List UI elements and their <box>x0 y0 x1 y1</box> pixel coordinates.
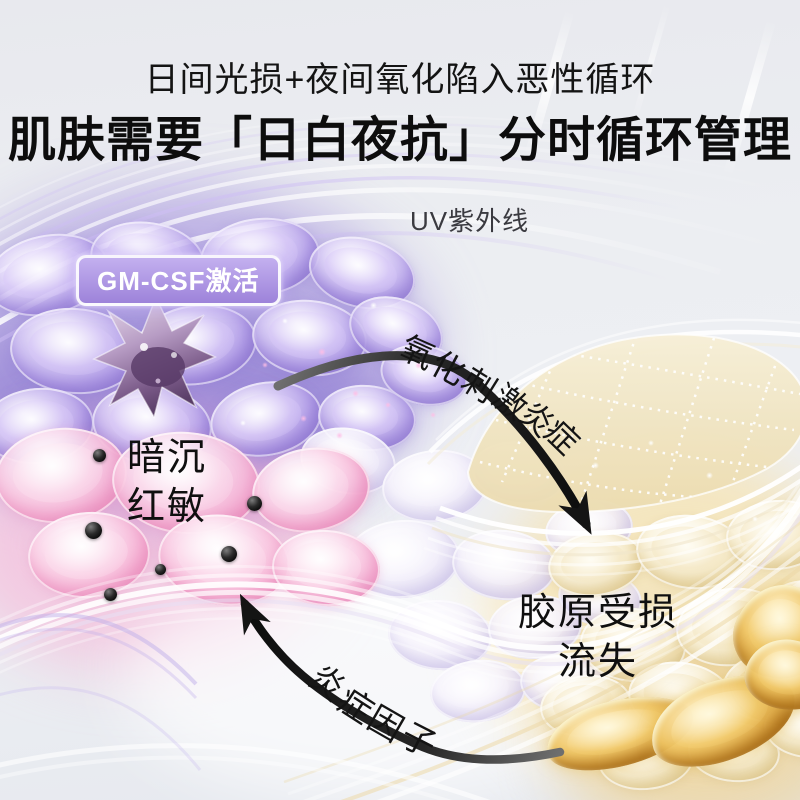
amber-blob-decoration <box>539 685 701 781</box>
bubble-decoration <box>485 591 585 663</box>
uv-label: UV紫外线 <box>410 206 530 236</box>
arc-char: 刺 <box>455 360 503 410</box>
bubble-decoration <box>553 563 647 633</box>
bubble-decoration <box>0 421 132 530</box>
bubble-decoration <box>269 526 383 610</box>
sparkle-decoration <box>385 402 391 408</box>
bubble-decoration <box>107 425 265 541</box>
bubble-decoration <box>685 718 783 786</box>
arc-char: 炎 <box>302 657 352 709</box>
amber-blob-decoration <box>639 658 800 782</box>
bubble-decoration <box>294 420 402 502</box>
arc-label-inflammation: 炎症因子 <box>302 656 472 766</box>
arc-char: 激 <box>485 377 535 427</box>
bubble-decoration <box>25 507 153 603</box>
bubble-decoration <box>761 695 800 763</box>
bubble-decoration <box>315 380 419 456</box>
free-radical-dot <box>155 564 166 575</box>
label-dullness-redness: 暗沉 红敏 <box>86 434 248 532</box>
bubble-decoration <box>623 654 739 742</box>
free-radical-dot <box>93 449 106 462</box>
sparkle-decoration <box>300 415 307 422</box>
bubble-decoration <box>196 211 324 303</box>
bubble-decoration <box>468 435 570 511</box>
sparkle-decoration <box>336 432 343 439</box>
bubble-decoration <box>204 372 328 466</box>
bubble-decoration <box>301 225 423 321</box>
bubble-decoration <box>595 723 697 795</box>
bubble-decoration <box>517 650 611 718</box>
bubble-decoration <box>85 214 210 304</box>
sparkle-decoration <box>568 438 573 443</box>
poster-title: 肌肤需要「日白夜抗」分时循环管理 <box>7 114 792 167</box>
sparkle-decoration <box>240 420 246 426</box>
bubble-decoration <box>385 596 495 674</box>
bubble-decoration <box>374 336 474 414</box>
sparkle-decoration <box>352 390 359 397</box>
bubble-decoration <box>537 670 635 742</box>
label-loss: 流失 <box>557 641 638 683</box>
arc-char: 症 <box>330 681 380 732</box>
arc-char: 化 <box>425 344 472 393</box>
bubble-decoration <box>378 444 492 528</box>
sparkle-decoration <box>706 472 713 479</box>
sparkle-decoration <box>415 362 422 369</box>
inflammation-arrow <box>239 593 565 764</box>
bubble-decoration <box>719 648 800 726</box>
amber-blob-decoration <box>739 632 800 718</box>
sparkle-decoration <box>318 348 326 356</box>
bubble-decoration <box>427 655 529 727</box>
bubble-decoration <box>0 383 98 469</box>
sparkle-decoration <box>262 362 268 368</box>
arc-char: 症 <box>537 412 587 462</box>
amber-blob-decoration <box>721 571 800 694</box>
arc-char: 子 <box>394 715 443 766</box>
bubble-decoration <box>759 576 800 652</box>
bubble-decoration <box>246 440 376 540</box>
label-collagen-damage: 胶原受损 <box>517 592 678 634</box>
bubble-decoration <box>723 495 800 575</box>
gm-csf-crystal-icon <box>92 295 217 419</box>
label-collagen-loss: 胶原受损 流失 <box>498 589 698 687</box>
label-redness: 红敏 <box>126 486 207 528</box>
bubble-decoration <box>448 524 560 606</box>
bubble-decoration <box>576 603 690 687</box>
sparkle-decoration <box>592 462 599 469</box>
free-radical-dot <box>221 546 237 562</box>
free-radical-dot <box>247 496 262 511</box>
arc-label-oxidation: 氧化刺激炎症 <box>395 326 602 466</box>
arc-char: 炎 <box>512 394 562 444</box>
arc-char: 氧 <box>394 328 441 376</box>
sparkle-decoration <box>282 318 288 324</box>
sparkle-decoration <box>752 516 758 522</box>
poster-subtitle: 日间光损+夜间氧化陷入恶性循环 <box>144 61 656 99</box>
bubble-decoration <box>340 284 452 378</box>
sparkle-decoration <box>370 302 377 309</box>
bubble-decoration <box>671 581 793 673</box>
bubble-decoration <box>248 294 371 382</box>
sparkle-decoration <box>228 288 235 295</box>
bubble-decoration <box>152 506 296 614</box>
sparkle-decoration <box>648 440 654 446</box>
sparkle-decoration <box>185 262 191 268</box>
bubble-decoration <box>342 516 463 602</box>
label-dullness: 暗沉 <box>126 437 207 479</box>
sparkle-decoration <box>430 412 436 418</box>
bubble-decoration <box>632 509 750 595</box>
collagen-mesh <box>466 333 800 514</box>
free-radical-dot <box>104 588 117 601</box>
bubble-decoration <box>544 525 648 603</box>
oxidation-arrow <box>273 351 592 535</box>
arc-char: 因 <box>361 699 410 750</box>
bubble-decoration <box>541 494 637 564</box>
free-radical-dot <box>85 522 102 539</box>
